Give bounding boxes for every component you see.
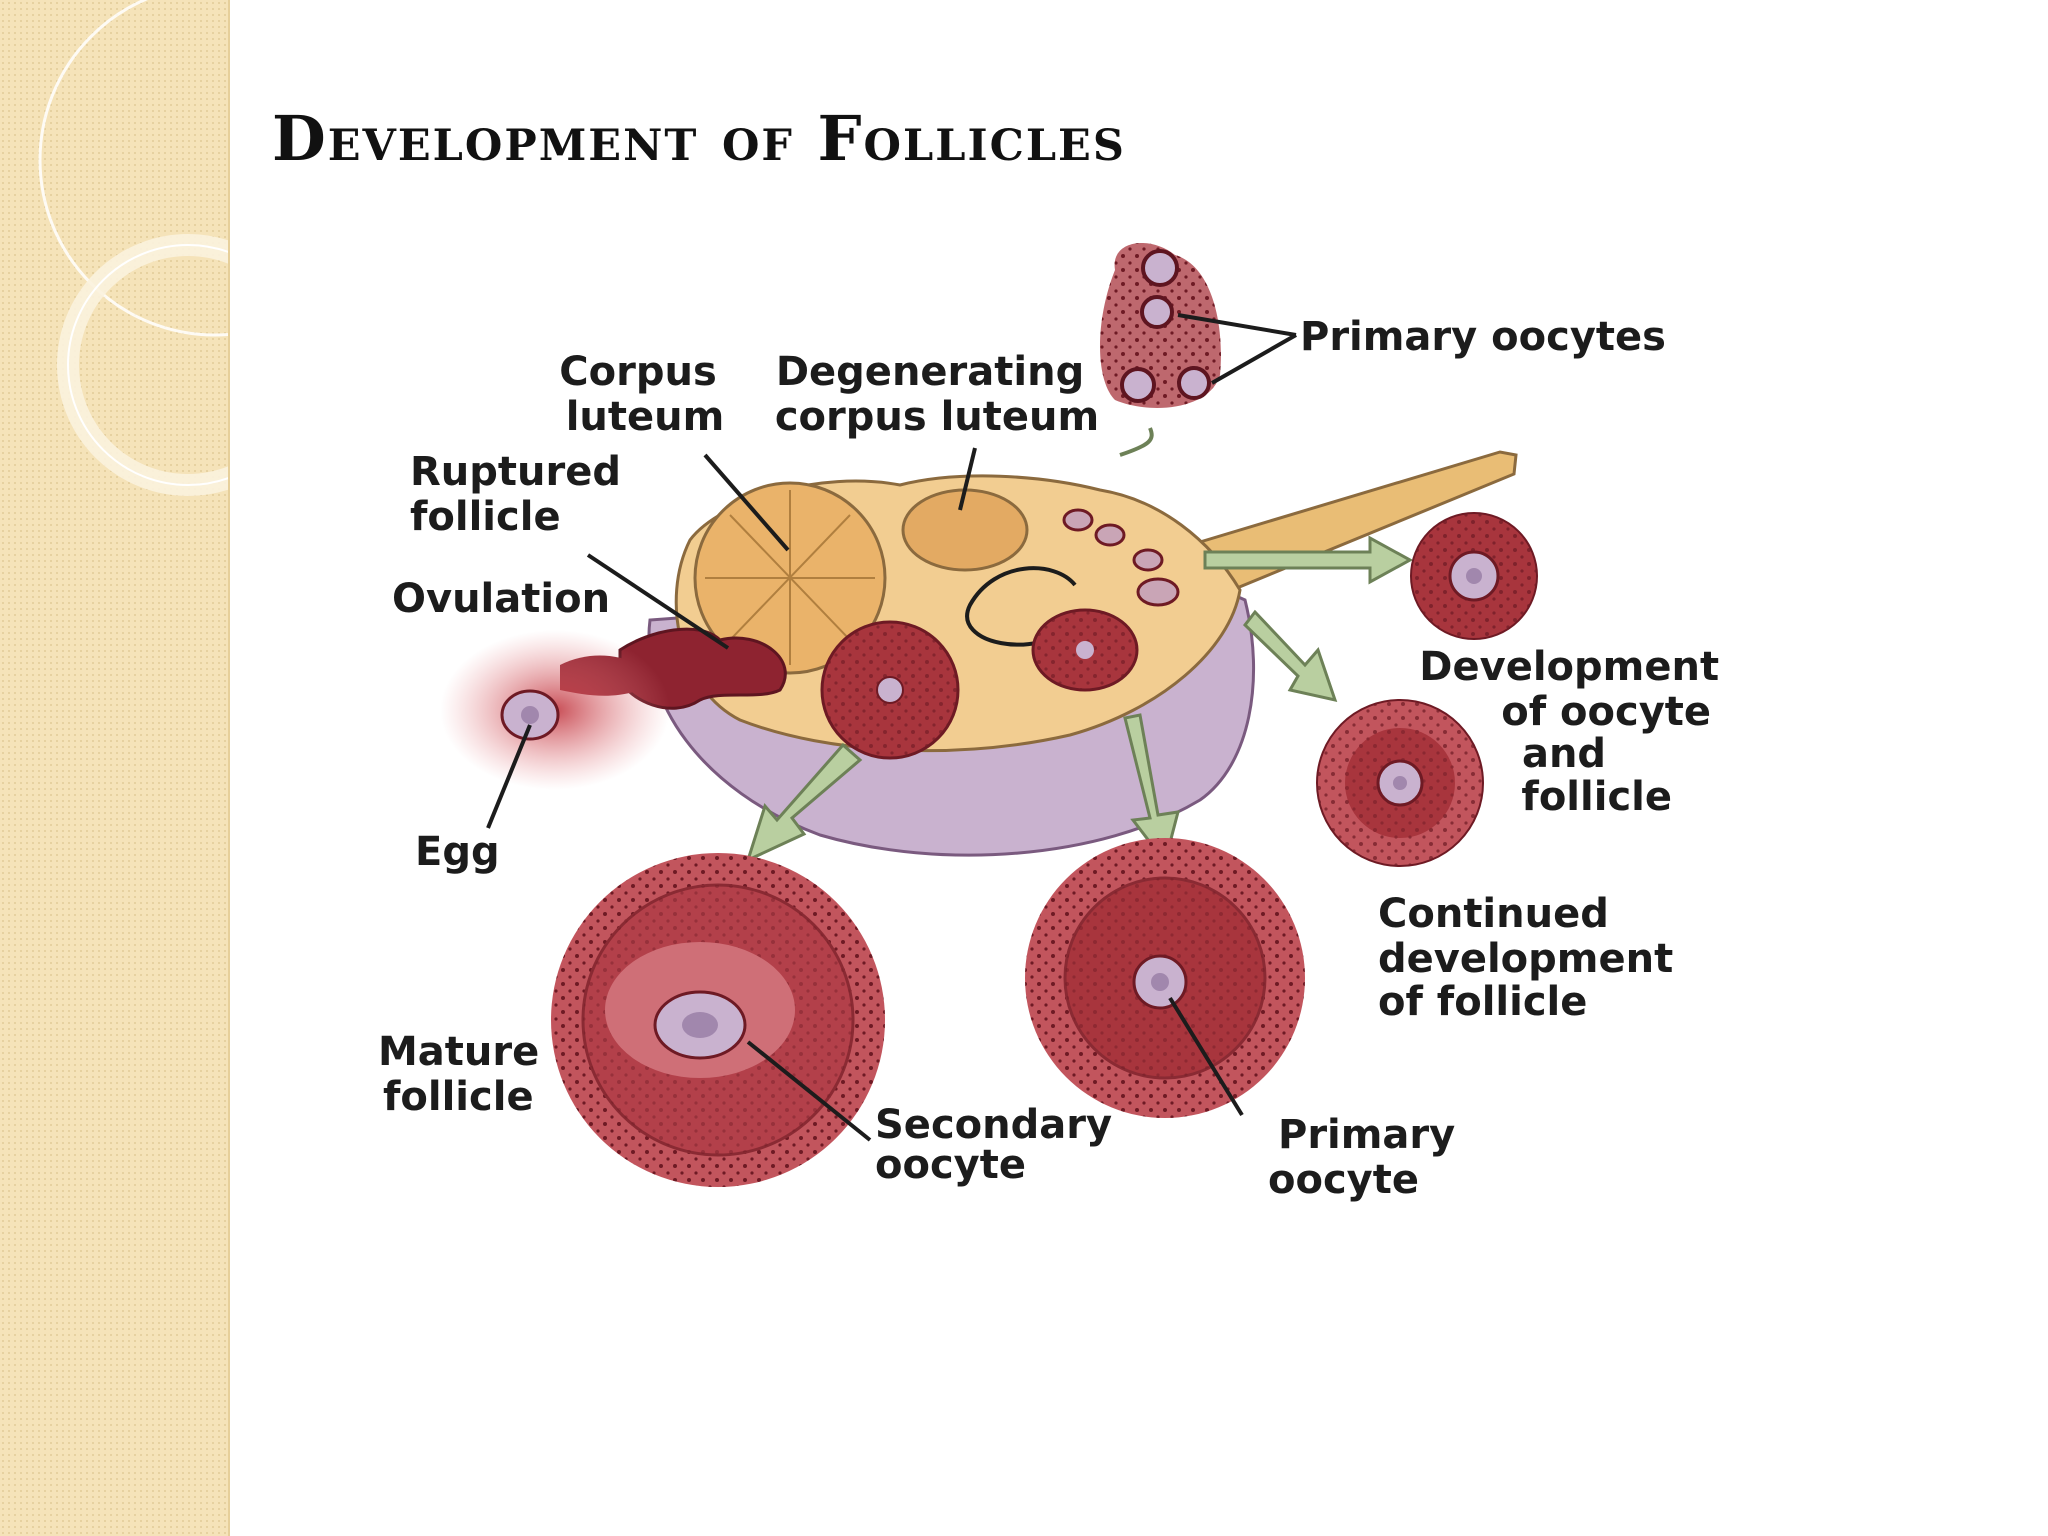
decorative-rings bbox=[38, 0, 228, 496]
label-mature-follicle: Mature follicle bbox=[378, 1029, 553, 1120]
leader-degenerating bbox=[958, 447, 977, 511]
mature-follicle bbox=[551, 853, 885, 1187]
leader-corpus-luteum bbox=[703, 453, 790, 552]
arrow-to-right-follicle bbox=[1203, 535, 1414, 585]
degenerating-corpus-luteum bbox=[901, 488, 1029, 572]
small-follicle bbox=[1062, 508, 1094, 532]
slide-title: Development of Follicles bbox=[272, 102, 1126, 175]
primary-follicle-bottom bbox=[1025, 838, 1305, 1118]
small-primary-follicle-right bbox=[1410, 512, 1538, 640]
small-follicle bbox=[1132, 548, 1164, 572]
label-ruptured-follicle: Ruptured follicle bbox=[410, 449, 635, 540]
label-primary-oocytes: Primary oocytes bbox=[1300, 314, 1666, 360]
primary-oocytes-cluster bbox=[1100, 243, 1221, 457]
label-ovulation: Ovulation bbox=[392, 576, 610, 622]
leader-lines bbox=[486, 313, 1297, 1142]
primary-oocyte-cell bbox=[1140, 295, 1174, 329]
label-secondary-oocyte: Secondary oocyte bbox=[875, 1102, 1126, 1188]
label-continued-development-of-follicle: Continued development of follicle bbox=[1378, 891, 1687, 1025]
leader-primary-oocytes bbox=[1177, 313, 1297, 385]
label-degenerating-corpus-luteum: Degenerating corpus luteum bbox=[775, 349, 1099, 440]
labels: Corpus luteum Degenerating corpus luteum… bbox=[378, 314, 1733, 1203]
primary-oocyte-cell bbox=[1141, 249, 1179, 287]
leader-secondary-oocyte bbox=[746, 1040, 872, 1142]
label-primary-oocyte: Primary oocyte bbox=[1268, 1112, 1469, 1203]
label-development-of-oocyte-and-follicle: Development of oocyte and follicle bbox=[1419, 644, 1733, 820]
label-corpus-luteum: Corpus luteum bbox=[559, 349, 730, 440]
small-follicle bbox=[1094, 523, 1126, 547]
developing-follicle-right bbox=[1316, 699, 1484, 867]
arrow-to-mature-follicle bbox=[745, 742, 863, 863]
arrow-to-cluster bbox=[1119, 427, 1154, 457]
small-follicle bbox=[1136, 577, 1180, 607]
leader-egg bbox=[486, 724, 532, 829]
leader-primary-oocyte bbox=[1168, 996, 1244, 1117]
primary-oocyte-cell bbox=[1177, 366, 1211, 400]
primary-oocyte-cell bbox=[1120, 367, 1156, 403]
leader-ruptured-follicle bbox=[586, 553, 730, 650]
decorative-sidebar bbox=[0, 0, 230, 1536]
label-egg: Egg bbox=[415, 829, 500, 875]
arrow-to-development bbox=[1242, 609, 1338, 703]
